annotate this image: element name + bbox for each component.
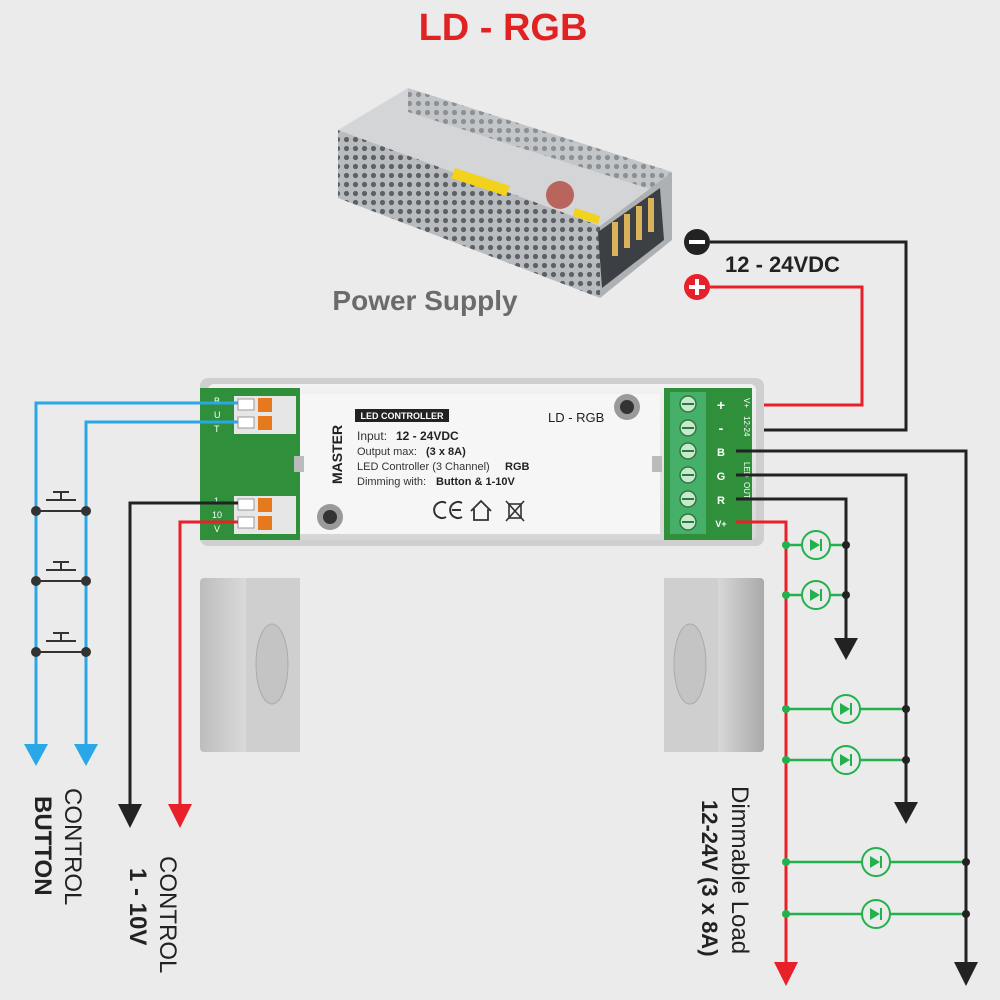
left-terminal-b: B <box>214 396 220 406</box>
spec-output-value: (3 x 8A) <box>426 446 466 458</box>
indoor-use-icon <box>470 499 492 521</box>
led-icon <box>801 530 831 560</box>
power-supply-label: Power Supply <box>332 285 518 316</box>
spec-channel-value: RGB <box>505 461 530 473</box>
left-connector-button <box>234 396 296 434</box>
controller-model: LD - RGB <box>548 410 604 425</box>
left-terminal-t: T <box>214 424 220 434</box>
led-icon <box>831 745 861 775</box>
wire-supply-negative <box>710 240 908 432</box>
wire-110v-negative <box>128 501 238 808</box>
right-terminal-block <box>670 392 706 534</box>
wire-110v-positive <box>178 520 238 808</box>
controller-badge: LED CONTROLLER <box>361 411 444 421</box>
label-control-110v-2: 1 - 10V <box>124 868 151 945</box>
label-control-button-1: CONTROL <box>59 788 86 905</box>
label-load-1: Dimmable Load <box>726 786 753 954</box>
supply-voltage-label: 12 - 24VDC <box>725 252 840 277</box>
arrow-110v-positive <box>168 804 192 828</box>
label-control-110v-1: CONTROL <box>154 856 181 973</box>
left-connector-110v <box>234 496 296 534</box>
spec-output-label: Output max: <box>357 446 417 458</box>
ce-mark-icon <box>433 501 463 519</box>
wire-out-blue-channel <box>736 449 968 965</box>
left-terminal-10: 10 <box>212 510 222 520</box>
wire-out-green-channel <box>736 473 908 806</box>
weee-bin-icon <box>505 500 525 522</box>
brand-logo: MASTER <box>329 425 345 484</box>
spec-dimming-label: Dimming with: <box>357 476 426 488</box>
arrow-out-blue-channel <box>954 962 978 986</box>
wires-control-button <box>34 401 238 748</box>
spec-input-value: 12 - 24VDC <box>396 429 459 443</box>
led-icon <box>801 580 831 610</box>
right-terminal-minus: - <box>719 420 724 436</box>
right-terminal-g: G <box>717 471 726 483</box>
right-side-led: LED <box>742 462 751 478</box>
arrow-button-2 <box>74 744 98 766</box>
wire-out-vplus <box>736 520 788 965</box>
diagram-title: LD - RGB <box>419 7 588 49</box>
arrow-out-vplus <box>774 962 798 986</box>
led-icon <box>861 847 891 877</box>
led-icon <box>861 899 891 929</box>
push-button-icon <box>31 561 91 586</box>
right-side-out: OUT <box>742 482 751 499</box>
power-supply-image <box>338 88 672 298</box>
label-control-button-2: BUTTON <box>29 796 56 896</box>
right-terminal-b: B <box>717 447 725 459</box>
left-terminal-1: 1 <box>214 496 219 506</box>
arrow-out-red-channel <box>834 638 858 660</box>
push-button-icon <box>31 632 91 657</box>
mounting-block-left <box>200 578 300 752</box>
left-terminal-u: U <box>214 410 221 420</box>
label-load-2: 12-24V (3 x 8A) <box>697 800 722 957</box>
left-terminal-v: V <box>214 524 220 534</box>
spec-dimming-value: Button & 1-10V <box>436 476 516 488</box>
arrow-out-green-channel <box>894 802 918 824</box>
wire-supply-positive <box>710 285 864 407</box>
right-side-voltage: 12-24 <box>742 416 751 437</box>
spec-input-label: Input: <box>357 429 387 443</box>
right-terminal-vplus: V+ <box>715 519 726 529</box>
junction-dots <box>842 541 970 918</box>
mounting-block-right <box>664 578 764 752</box>
right-terminal-r: R <box>717 495 725 507</box>
led-icon <box>831 694 861 724</box>
push-button-icon <box>31 491 91 516</box>
right-side-vplus: V+ <box>742 398 751 408</box>
arrow-110v-negative <box>118 804 142 828</box>
right-terminal-plus: + <box>717 397 725 413</box>
spec-channel-label: LED Controller (3 Channel) <box>357 461 490 473</box>
arrow-button-1 <box>24 744 48 766</box>
